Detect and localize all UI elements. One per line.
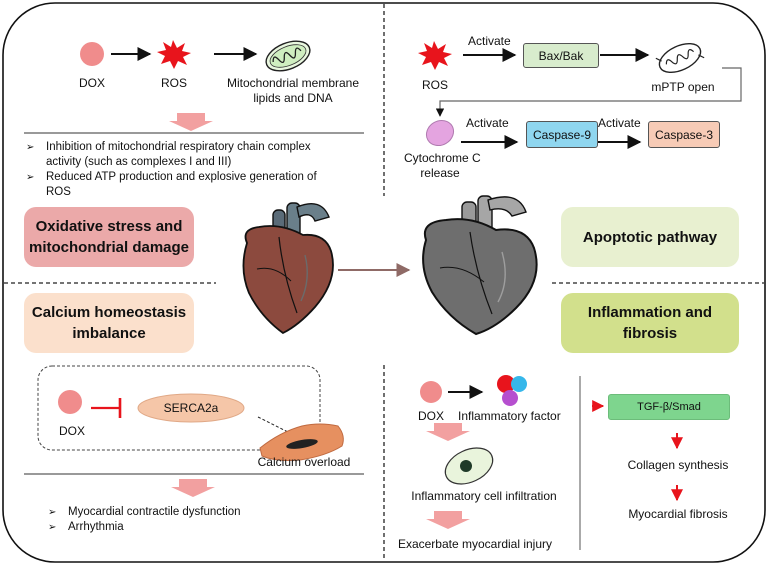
activate-label-3: Activate	[598, 116, 641, 130]
mitochondrion-icon	[265, 40, 311, 72]
big-arrow-calcium	[171, 479, 215, 497]
serca-label: SERCA2a	[163, 401, 219, 415]
calcium-effects: Myocardial contractile dysfunction Arrhy…	[48, 505, 241, 535]
inflammation-title-box: Inflammation and fibrosis	[561, 293, 739, 353]
myocyte-icon	[259, 423, 344, 461]
dox-label: DOX	[78, 76, 105, 90]
tgf-smad-label: TGF-β/Smad	[637, 401, 701, 413]
activate-label-1: Activate	[468, 34, 511, 48]
oxidative-title-box: Oxidative stress and mitochondrial damage	[24, 207, 194, 267]
big-arrow-inflammation-2	[426, 511, 470, 529]
ros-burst-icon	[157, 40, 191, 69]
caspase9-box: Caspase-9	[526, 121, 598, 148]
activate-label-2: Activate	[466, 116, 509, 130]
calcium-effect-1: Myocardial contractile dysfunction	[48, 505, 241, 520]
oxidative-title-line2: mitochondrial damage	[28, 239, 190, 256]
vesicle-icon	[425, 119, 455, 147]
dox-circle	[80, 42, 104, 66]
bax-bak-box: Bax/Bak	[523, 43, 599, 68]
injury-label: Exacerbate myocardial injury	[397, 537, 553, 551]
oxidative-title-line1: Oxidative stress and	[35, 218, 183, 235]
cytochrome-line2: release	[420, 166, 460, 180]
dox-label-calcium: DOX	[58, 424, 85, 438]
healthy-heart-icon	[242, 202, 334, 335]
inflammatory-cell-icon	[444, 447, 494, 485]
dox-circle-inflammation	[420, 381, 442, 403]
calcium-title-line1: Calcium homeostasis	[31, 304, 187, 321]
oxidative-effect-1: Inhibition of mitochondrial respiratory …	[26, 140, 317, 170]
calcium-title-line2: imbalance	[72, 325, 146, 342]
big-arrow-oxidative	[169, 113, 213, 131]
apoptotic-title-box: Apoptotic pathway	[561, 207, 739, 267]
ros-label: ROS	[160, 76, 187, 90]
dox-label-inflammation: DOX	[417, 409, 444, 423]
inflammation-title-line2: fibrosis	[622, 325, 678, 342]
oxidative-effect-2: Reduced ATP production and explosive gen…	[26, 170, 317, 200]
dilated-heart-icon	[422, 195, 538, 336]
mito-target-line1: Mitochondrial membrane	[226, 76, 360, 90]
ros-burst-icon-apoptotic	[418, 41, 452, 70]
mito-target-line2: lipids and DNA	[253, 91, 333, 105]
fibrosis-label: Myocardial fibrosis	[628, 507, 728, 521]
ros-label-apoptotic: ROS	[421, 78, 448, 92]
mitochondrion-damaged-icon	[655, 42, 705, 74]
big-arrow-inflammation-1	[426, 423, 470, 441]
mptp-label: mPTP open	[651, 80, 715, 94]
collagen-label: Collagen synthesis	[627, 458, 729, 472]
inflammatory-factor-label: Inflammatory factor	[458, 409, 561, 423]
calcium-effect-2: Arrhythmia	[48, 520, 241, 535]
dox-circle-calcium	[58, 390, 82, 414]
connector-mptp-to-cyto	[435, 67, 742, 117]
calcium-title-box: Calcium homeostasis imbalance	[24, 293, 194, 353]
caspase3-box: Caspase-3	[648, 121, 720, 148]
calcium-overload-label: Calcium overload	[257, 455, 351, 469]
cytochrome-line1: Cytochrome C	[404, 151, 481, 165]
serca-oval	[137, 393, 245, 423]
infiltration-label: Inflammatory cell infiltration	[411, 489, 557, 503]
cytokine-cluster-icon	[497, 375, 527, 406]
tgf-smad-box: TGF-β/Smad	[608, 394, 730, 420]
calcium-dashed-box	[37, 365, 321, 451]
inflammation-title-line1: Inflammation and	[587, 304, 713, 321]
oxidative-effects: Inhibition of mitochondrial respiratory …	[26, 140, 317, 200]
